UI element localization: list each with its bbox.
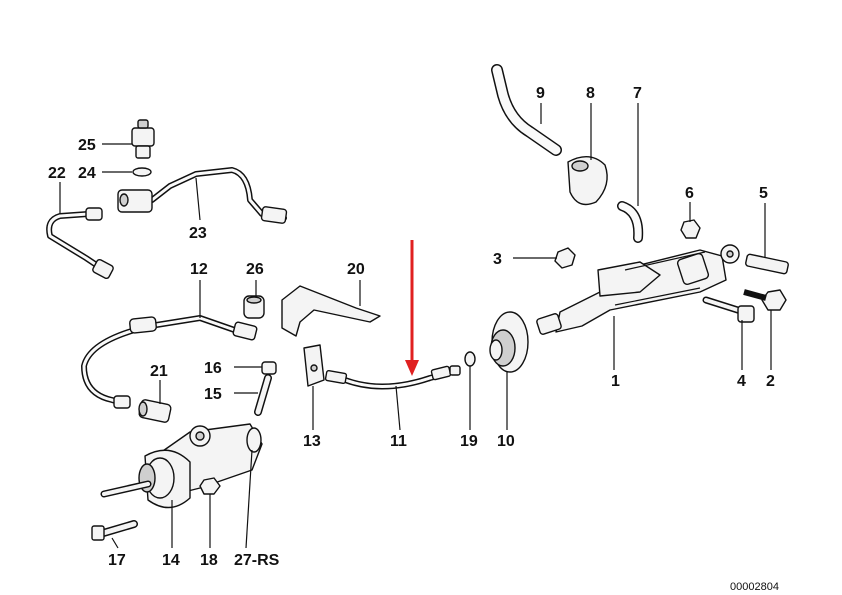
part-3-nut <box>554 247 576 269</box>
part-22-pipe <box>46 207 114 280</box>
part-18-nut <box>199 477 221 495</box>
part-15-bleed-screw <box>254 374 272 416</box>
label-1: 1 <box>611 373 620 390</box>
part-13-clip <box>303 344 325 387</box>
part-27-rs-slave-cylinder <box>138 423 263 509</box>
part-23-pipe <box>117 167 288 224</box>
part-25-pressure-switch <box>131 119 155 159</box>
part-26-grommet <box>243 295 265 319</box>
label-4: 4 <box>737 373 746 390</box>
label-15: 15 <box>204 386 222 403</box>
part-20-bracket <box>281 285 381 337</box>
label-20: 20 <box>347 261 365 278</box>
label-25: 25 <box>78 137 96 154</box>
label-13: 13 <box>303 433 321 450</box>
part-11-hose-line <box>324 365 461 390</box>
label-27-rs: 27-RS <box>234 552 280 569</box>
part-6-nut <box>680 219 701 239</box>
label-10: 10 <box>497 433 515 450</box>
label-21: 21 <box>150 363 168 380</box>
part-2-nut <box>761 289 787 311</box>
part-5-bolt <box>745 253 789 275</box>
part-17-bolt <box>91 520 138 541</box>
label-17: 17 <box>108 552 126 569</box>
part-4-bolt <box>702 296 755 323</box>
label-3: 3 <box>493 251 502 268</box>
label-5: 5 <box>759 185 768 202</box>
red-arrow-indicator <box>405 240 419 376</box>
part-21-adapter <box>138 399 172 423</box>
label-7: 7 <box>633 85 642 102</box>
part-19-ring <box>464 351 476 367</box>
leader-lines <box>59 103 772 549</box>
label-19: 19 <box>460 433 478 450</box>
label-12: 12 <box>190 261 208 278</box>
part-10-boot <box>489 311 529 373</box>
part-12-hose <box>81 315 258 409</box>
part-24-o-ring <box>132 167 152 177</box>
label-9: 9 <box>536 85 545 102</box>
label-16: 16 <box>204 360 222 377</box>
label-23: 23 <box>189 225 207 242</box>
label-24: 24 <box>78 165 96 182</box>
label-6: 6 <box>685 185 694 202</box>
part-1-master-cylinder <box>536 244 740 335</box>
part-7-elbow-fitting <box>617 201 644 243</box>
label-18: 18 <box>200 552 218 569</box>
label-11: 11 <box>390 433 407 450</box>
label-2: 2 <box>766 373 775 390</box>
label-26: 26 <box>246 261 264 278</box>
label-8: 8 <box>586 85 595 102</box>
part-16-bleed-cap <box>261 361 277 375</box>
part-9-hose <box>491 64 562 156</box>
part-8-reservoir-cap <box>567 156 608 206</box>
part-14-pushrod <box>100 480 152 498</box>
label-14: 14 <box>162 552 180 569</box>
drawing-code: 00002804 <box>730 581 779 593</box>
label-22: 22 <box>48 165 66 182</box>
